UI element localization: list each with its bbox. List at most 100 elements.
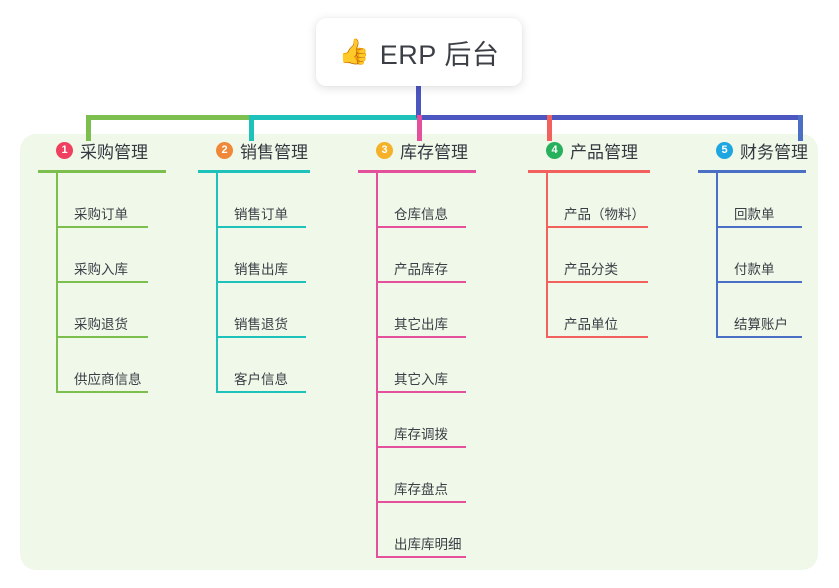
branch-column-3: 3 库存管理仓库信息产品库存其它出库其它入库库存调拨库存盘点出库库明细 <box>358 134 476 558</box>
branch-header-2[interactable]: 2 销售管理 <box>198 134 316 166</box>
root-node-title: ERP 后台 <box>379 39 500 70</box>
list-item-rule <box>56 226 148 228</box>
list-item-rule <box>376 391 466 393</box>
list-item-label: 采购入库 <box>74 262 128 277</box>
list-item[interactable]: 仓库信息 <box>358 173 476 228</box>
list-item[interactable]: 回款单 <box>698 173 806 228</box>
list-item-label: 销售订单 <box>234 207 288 222</box>
connector-drop-3 <box>417 115 422 141</box>
root-trunk-connector <box>416 86 421 118</box>
list-item-rule <box>376 336 466 338</box>
branch-header-4[interactable]: 4 产品管理 <box>528 134 656 166</box>
branch-rail <box>376 173 378 558</box>
branch-header-rule <box>528 170 650 173</box>
list-item-rule <box>376 281 466 283</box>
list-item-label: 付款单 <box>734 262 775 277</box>
list-item[interactable]: 产品单位 <box>528 283 656 338</box>
connector-hbar-2 <box>250 115 420 120</box>
list-item-label: 库存调拨 <box>394 427 448 442</box>
branch-title: 销售管理 <box>240 142 308 162</box>
list-item[interactable]: 客户信息 <box>198 338 316 393</box>
list-item-label: 产品（物料） <box>564 207 645 222</box>
list-item-label: 产品库存 <box>394 262 448 277</box>
list-item-rule <box>376 226 466 228</box>
branch-header-rule <box>698 170 806 173</box>
list-item[interactable]: 采购订单 <box>38 173 166 228</box>
list-item-rule <box>716 226 802 228</box>
connector-drop-4 <box>547 115 552 141</box>
list-item-rule <box>216 336 306 338</box>
list-item[interactable]: 其它入库 <box>358 338 476 393</box>
list-item[interactable]: 采购入库 <box>38 228 166 283</box>
list-item-label: 结算账户 <box>734 317 788 332</box>
list-item[interactable]: 采购退货 <box>38 283 166 338</box>
list-item-label: 库存盘点 <box>394 482 448 497</box>
list-item[interactable]: 供应商信息 <box>38 338 166 393</box>
list-item-rule <box>56 281 148 283</box>
list-item-rule <box>716 281 802 283</box>
list-item-rule <box>56 336 148 338</box>
root-node-card[interactable]: 👍 ERP 后台 <box>316 18 522 86</box>
list-item-label: 销售出库 <box>234 262 288 277</box>
list-item-rule <box>56 391 148 393</box>
list-item[interactable]: 产品（物料） <box>528 173 656 228</box>
branch-item-list: 回款单付款单结算账户 <box>698 173 806 338</box>
list-item-rule <box>546 281 648 283</box>
list-item-label: 仓库信息 <box>394 207 448 222</box>
branch-title: 财务管理 <box>740 142 808 162</box>
branch-header-3[interactable]: 3 库存管理 <box>358 134 476 166</box>
branch-item-list: 销售订单销售出库销售退货客户信息 <box>198 173 316 393</box>
list-item[interactable]: 出库库明细 <box>358 503 476 558</box>
branch-number-badge: 2 <box>216 141 233 159</box>
branch-rail <box>56 173 58 393</box>
branch-rail <box>546 173 548 338</box>
list-item-label: 客户信息 <box>234 372 288 387</box>
list-item-label: 产品分类 <box>564 262 618 277</box>
branch-header-rule <box>358 170 476 173</box>
list-item-label: 采购订单 <box>74 207 128 222</box>
list-item[interactable]: 销售退货 <box>198 283 316 338</box>
list-item-label: 供应商信息 <box>74 372 142 387</box>
list-item[interactable]: 产品分类 <box>528 228 656 283</box>
list-item-label: 回款单 <box>734 207 775 222</box>
connector-drop-2 <box>249 115 254 141</box>
branch-title: 采购管理 <box>80 142 148 162</box>
branch-column-4: 4 产品管理产品（物料） 产品分类产品单位 <box>528 134 656 338</box>
branch-title: 库存管理 <box>400 142 468 162</box>
list-item[interactable]: 销售出库 <box>198 228 316 283</box>
branch-item-list: 产品（物料） 产品分类产品单位 <box>528 173 656 338</box>
list-item-rule <box>376 501 466 503</box>
list-item[interactable]: 其它出库 <box>358 283 476 338</box>
branch-column-5: 5 财务管理回款单付款单结算账户 <box>698 134 808 338</box>
branch-header-rule <box>38 170 166 173</box>
branch-title: 产品管理 <box>570 142 638 162</box>
list-item-label: 其它入库 <box>394 372 448 387</box>
thumbs-up-icon: 👍 <box>338 37 370 66</box>
list-item-label: 销售退货 <box>234 317 288 332</box>
list-item-rule <box>216 391 306 393</box>
list-item-label: 采购退货 <box>74 317 128 332</box>
list-item[interactable]: 付款单 <box>698 228 806 283</box>
connector-drop-1 <box>86 115 91 141</box>
list-item[interactable]: 产品库存 <box>358 228 476 283</box>
list-item[interactable]: 结算账户 <box>698 283 806 338</box>
branch-header-rule <box>198 170 310 173</box>
list-item-rule <box>546 226 648 228</box>
connector-drop-5 <box>798 115 803 141</box>
branch-item-list: 采购订单采购入库采购退货供应商信息 <box>38 173 166 393</box>
branch-header-5[interactable]: 5 财务管理 <box>698 134 808 166</box>
branch-number-badge: 4 <box>546 141 563 159</box>
branch-column-2: 2 销售管理销售订单销售出库销售退货客户信息 <box>198 134 316 393</box>
list-item[interactable]: 销售订单 <box>198 173 316 228</box>
branch-number-badge: 3 <box>376 141 393 159</box>
list-item-label: 其它出库 <box>394 317 448 332</box>
branch-number-badge: 5 <box>716 141 733 159</box>
list-item[interactable]: 库存调拨 <box>358 393 476 448</box>
list-item-rule <box>216 226 306 228</box>
list-item-label: 产品单位 <box>564 317 618 332</box>
list-item[interactable]: 库存盘点 <box>358 448 476 503</box>
connector-hbar-1 <box>86 115 252 120</box>
